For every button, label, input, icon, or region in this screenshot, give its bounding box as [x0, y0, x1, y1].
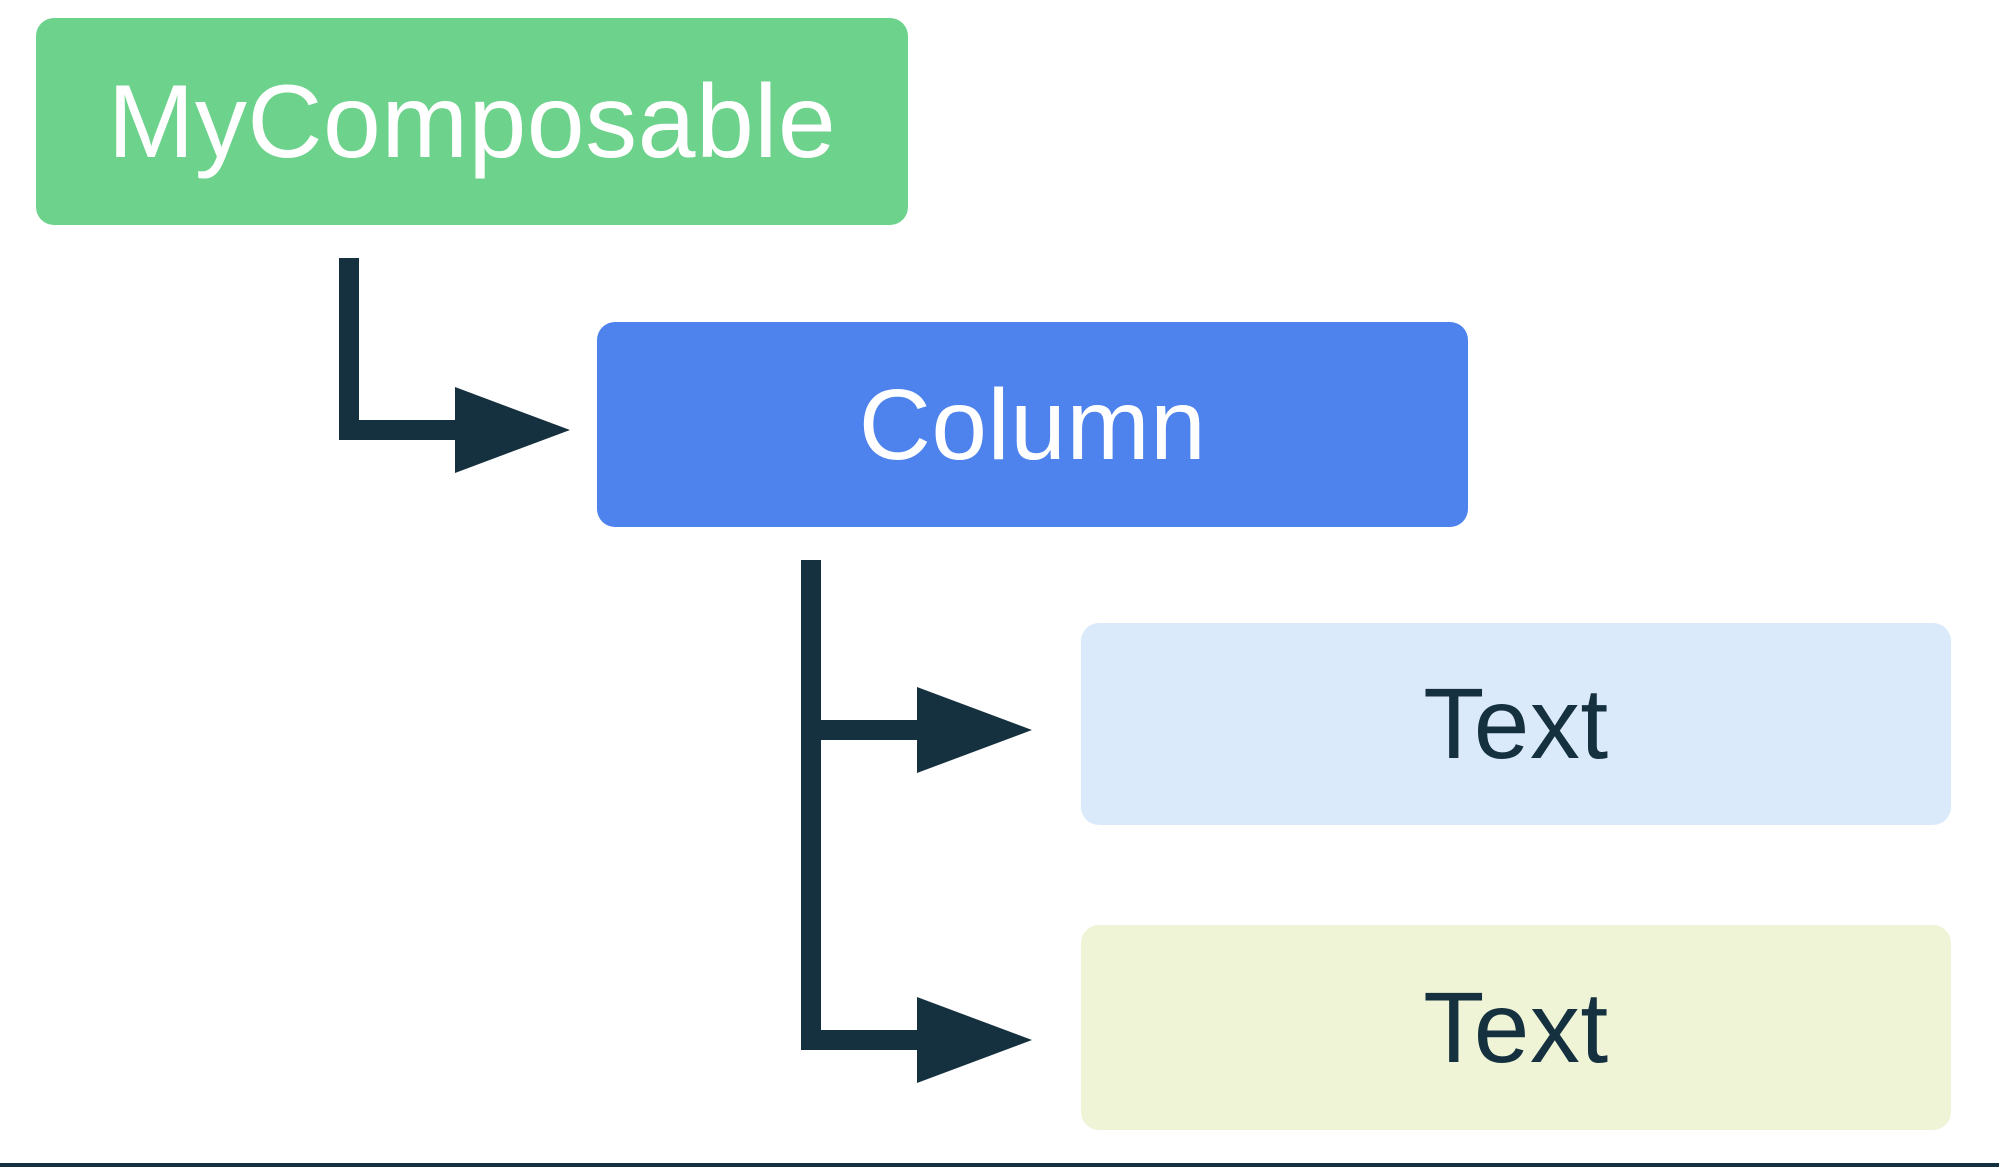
arrowhead-icon — [917, 687, 1032, 773]
edge-root-to-column — [339, 258, 570, 473]
arrowhead-icon — [455, 387, 570, 473]
node-column-label: Column — [858, 368, 1207, 481]
edge-column-to-text-1 — [801, 560, 1032, 773]
bottom-divider — [0, 1163, 1999, 1167]
node-column[interactable]: Column — [597, 322, 1468, 527]
edge-column-to-text-2 — [801, 730, 1032, 1083]
node-text-second-label: Text — [1423, 971, 1609, 1084]
node-text-second[interactable]: Text — [1081, 925, 1951, 1130]
node-text-first-label: Text — [1423, 668, 1609, 780]
arrowhead-icon — [917, 997, 1032, 1083]
node-my-composable-label: MyComposable — [107, 63, 837, 180]
node-text-first[interactable]: Text — [1081, 623, 1951, 825]
node-my-composable[interactable]: MyComposable — [36, 18, 908, 225]
